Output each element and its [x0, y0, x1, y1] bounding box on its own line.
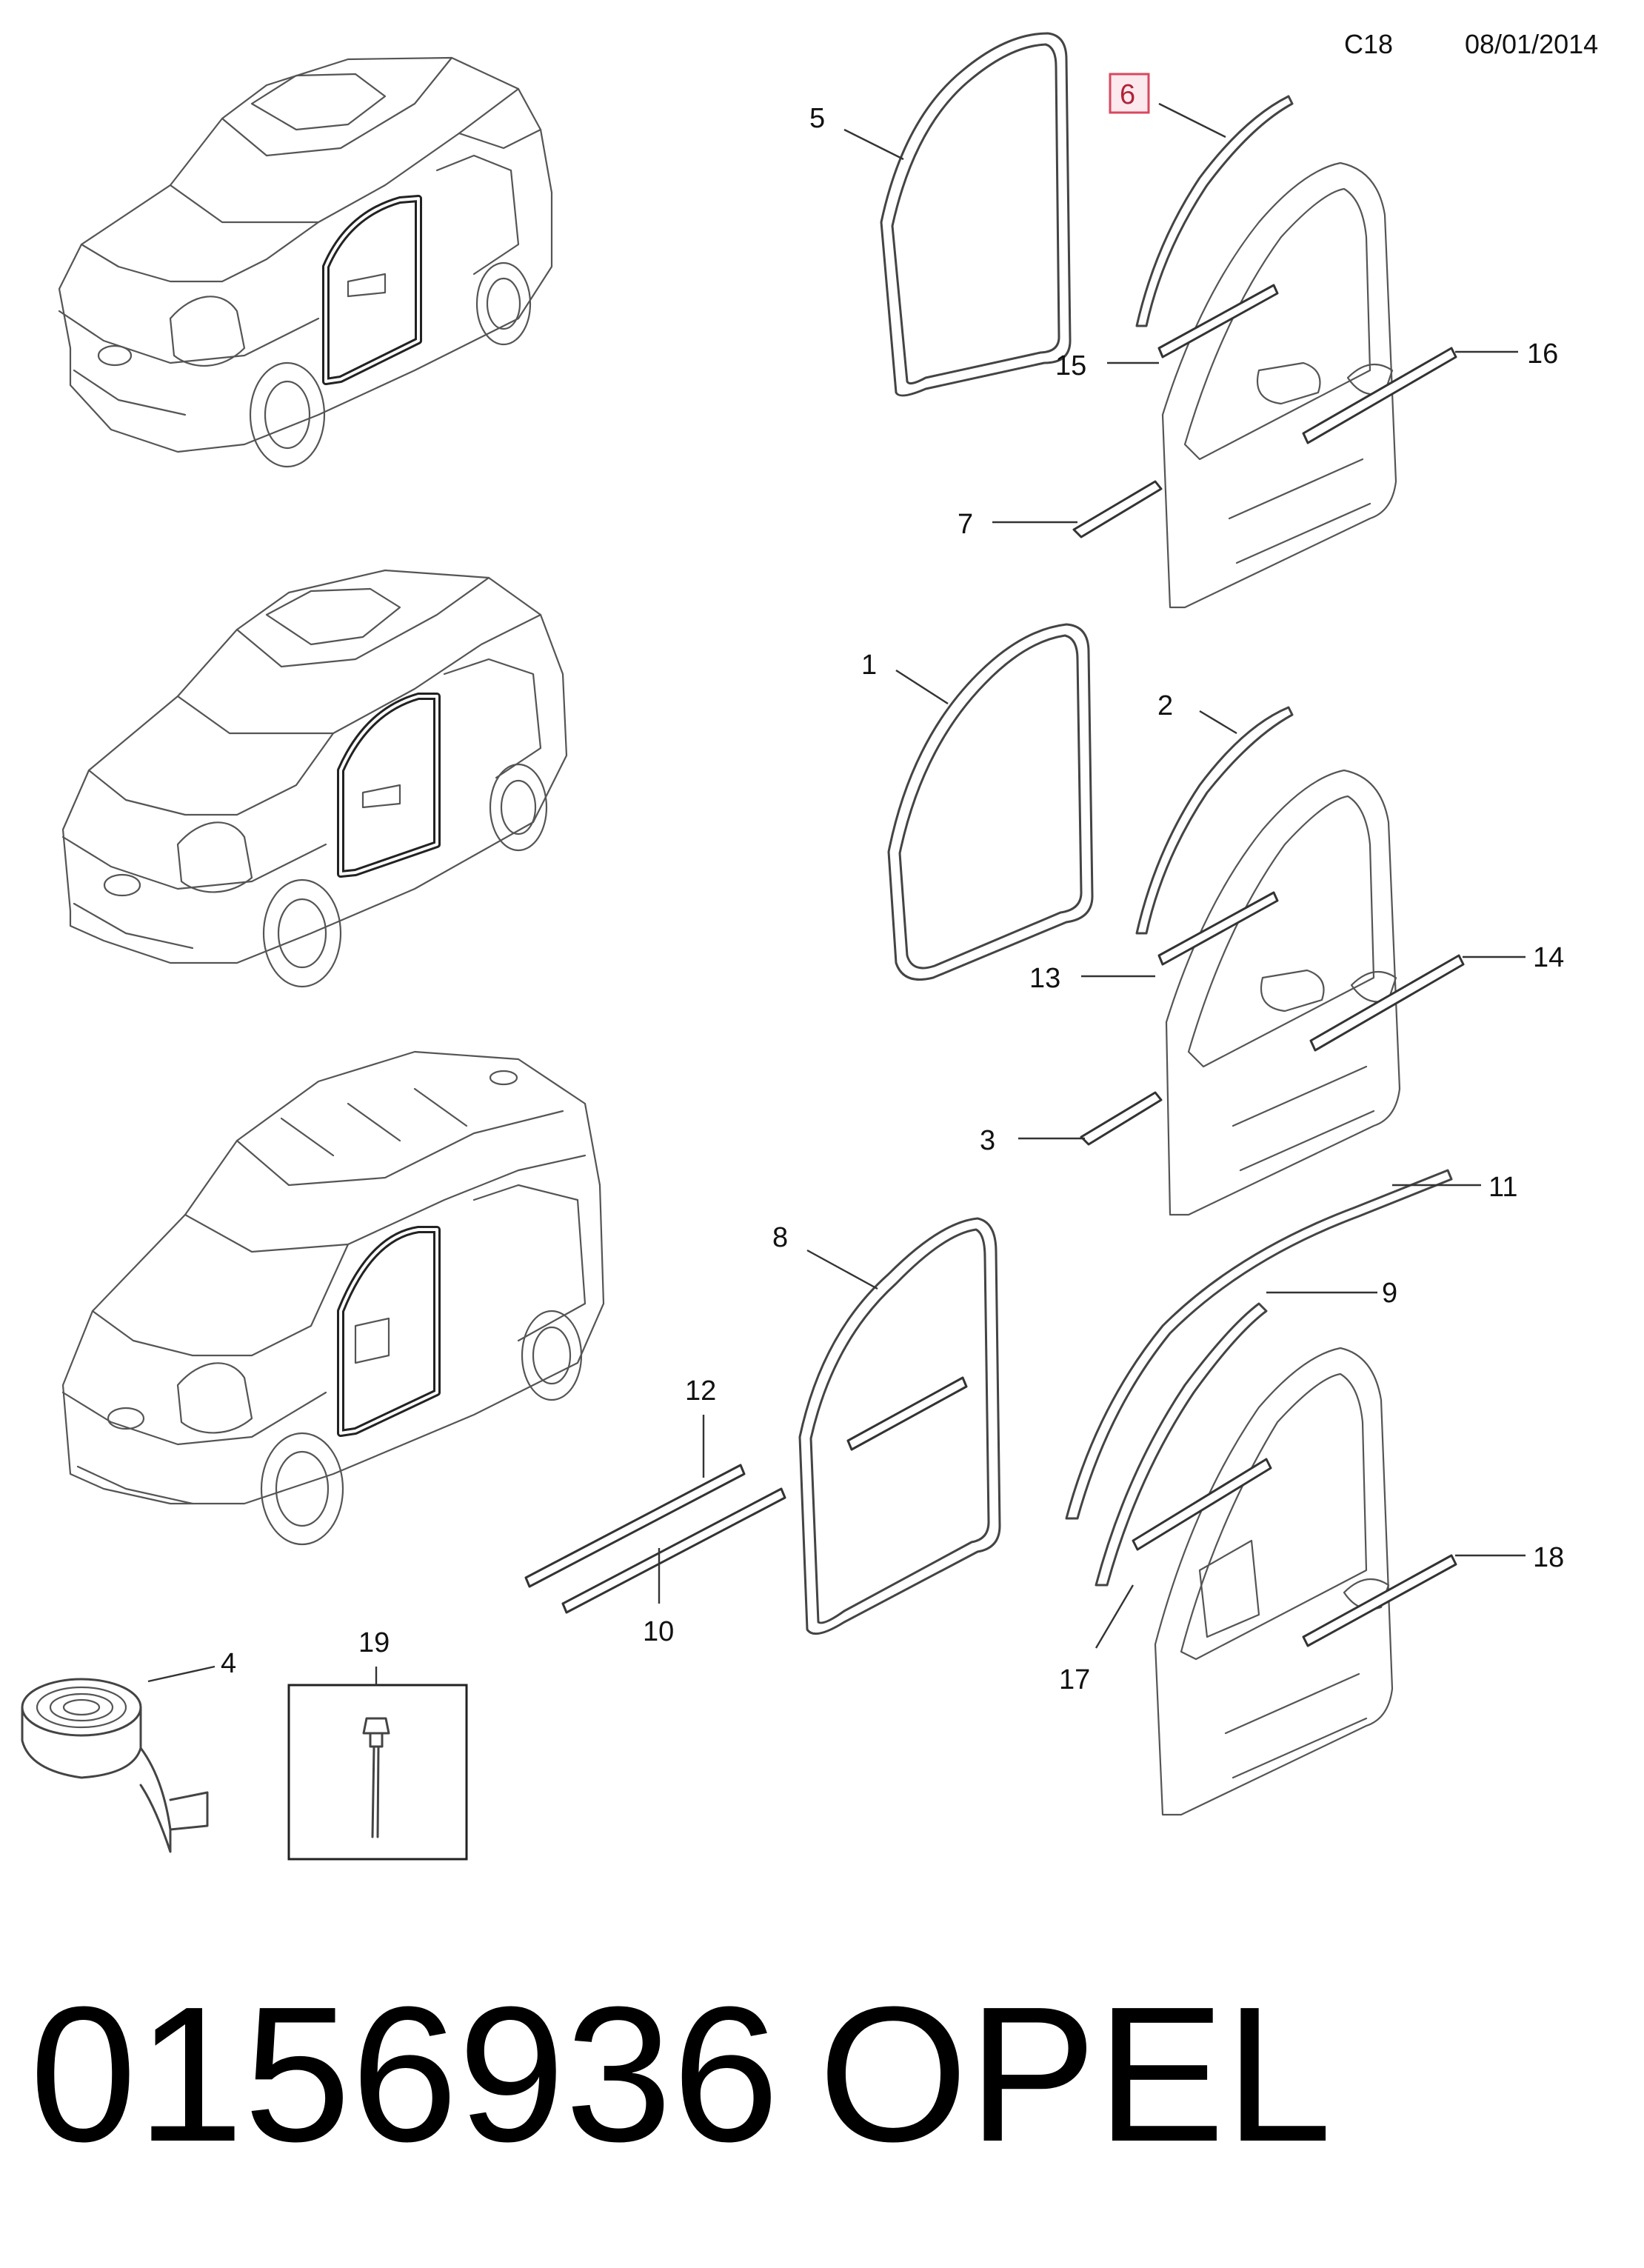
door-top	[1072, 95, 1457, 609]
header-date: 08/01/2014	[1465, 29, 1598, 59]
car-hatchback-top	[58, 56, 553, 468]
seal-8	[798, 1217, 1001, 1635]
leader-lines	[147, 102, 1526, 1683]
callout-10: 10	[643, 1616, 674, 1647]
callouts: 1 2 3 4 5 6 7 8 9 10 11 12 13 14 15 16 1…	[221, 73, 1564, 1695]
callout-16: 16	[1527, 338, 1558, 370]
callout-6: 6	[1120, 79, 1135, 110]
part-number: 0156936	[30, 1967, 779, 2182]
car-hatchback-middle	[61, 569, 568, 988]
callout-17: 17	[1059, 1664, 1090, 1695]
callout-13: 13	[1029, 963, 1060, 994]
callout-12: 12	[685, 1375, 716, 1407]
callout-15: 15	[1055, 350, 1086, 381]
brand-name: OPEL	[818, 1967, 1332, 2182]
callout-11: 11	[1488, 1172, 1517, 1203]
tape-roll-4	[21, 1678, 209, 1853]
callout-19: 19	[358, 1627, 390, 1658]
callout-2: 2	[1157, 690, 1173, 721]
callout-3: 3	[980, 1125, 995, 1156]
strips-10-12	[524, 1464, 786, 1614]
header-code: C18	[1344, 29, 1393, 59]
callout-6-highlight	[1109, 73, 1150, 114]
callout-1: 1	[861, 650, 877, 681]
rivet-box-19	[287, 1667, 468, 1861]
callout-18: 18	[1533, 1542, 1564, 1573]
callout-5: 5	[809, 103, 825, 134]
callout-7: 7	[958, 509, 973, 540]
callout-9: 9	[1382, 1278, 1397, 1309]
callout-14: 14	[1533, 942, 1564, 973]
car-van-bottom	[61, 1050, 605, 1546]
callout-8: 8	[772, 1222, 788, 1253]
seal-1	[887, 623, 1094, 981]
seal-5	[880, 32, 1072, 397]
door-bottom	[1065, 1169, 1457, 1816]
door-middle	[1080, 706, 1465, 1216]
callout-4: 4	[221, 1648, 236, 1679]
